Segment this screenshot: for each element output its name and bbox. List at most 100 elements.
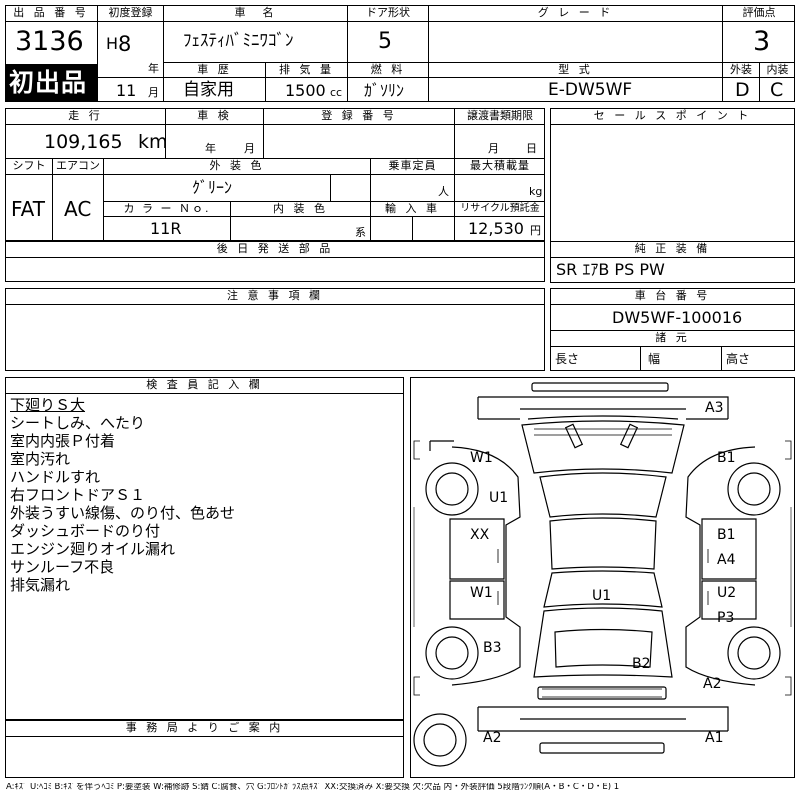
interior-grade-label: 内装 [766,63,789,76]
damage-mark: U1 [592,588,612,604]
chassis-number-label: 車 台 番 号 [634,289,711,302]
import-label: 輸 入 車 [385,202,440,215]
legend-text: A:ｷｽﾞ U:ﾍｺﾐ B:ｷｽﾞを伴うﾍｺﾐ P:要塗装 W:補修跡 S:錆 … [6,783,620,792]
damage-mark: U1 [489,490,509,506]
damage-mark: B3 [483,640,502,656]
chassis-box [550,288,795,371]
inspection-year-unit: 年 [205,142,216,155]
inspector-note: ダッシュボードのり付 [10,522,161,540]
car-diagram [413,382,792,767]
damage-mark: W1 [470,450,493,466]
score-value: 3 [753,26,771,57]
inspector-note: 下廻りＳ大 [10,396,86,414]
door-type: 5 [378,29,392,54]
score-label: 評価点 [742,6,776,19]
inspector-note: エンジン廻りオイル漏れ [10,540,176,558]
inspector-note: シートしみ、へたり [10,414,146,432]
inspector-note: 室内内張Ｐ付着 [10,432,116,450]
damage-mark: B1 [717,450,736,466]
color-number: 11R [150,219,182,238]
car-name: ﾌｪｽﾃｨﾊﾞﾐﾆﾜｺﾞﾝ [183,31,294,51]
inspector-note: 外装うすい線傷、のり付、色あせ [10,504,236,522]
damage-mark: P3 [717,610,735,626]
history-value: 自家用 [183,80,234,100]
registration-year: 8 [118,32,132,56]
inspector-note: ハンドルすれ [10,468,101,486]
inspector-notes: 下廻りＳ大 シートしみ、へたり 室内内張Ｐ付着 室内汚れ ハンドルすれ 右フロン… [10,396,400,594]
height-label: 高さ [726,352,751,366]
caution-label: 注 意 事 項 欄 [227,289,323,302]
grade-label: グ レ ー ド [537,6,614,19]
capacity-unit: 人 [438,185,449,198]
sales-point-label: セ ー ル ス ポ イ ン ト [593,109,752,122]
equipment-value: SR ｴｱB PS PW [556,260,665,279]
shift-value: FAT [11,197,46,221]
damage-mark: A2 [483,730,502,746]
inspector-note: 右フロントドアＳ１ [10,486,146,504]
damage-mark: B2 [632,656,651,672]
first-listing-badge [5,64,97,102]
damage-mark: U2 [717,585,737,601]
damage-mark: A1 [705,730,724,746]
exterior-color-label: 外 装 色 [209,159,265,172]
sales-point-box [550,108,795,283]
max-load-label: 最大積載量 [470,159,530,172]
office-box [5,720,404,778]
model-label: 型 式 [558,63,593,76]
length-label: 長さ [555,352,580,366]
exterior-grade-label: 外装 [730,63,752,76]
displacement-label: 排 気 量 [279,63,334,76]
registration-month: 11 [116,81,137,100]
damage-mark: B1 [717,527,736,543]
inspector-box [5,377,404,720]
recycle-fee: 12,530 [468,219,524,238]
registration-era: H [106,34,119,53]
shift-label: シフト [12,159,46,172]
caution-box [5,288,545,371]
interior-grade: C [770,79,784,101]
inspector-note: 室内汚れ [10,450,71,468]
mileage-value: 109,165 [44,131,123,153]
later-parts-label: 後 日 発 送 部 品 [216,242,334,255]
fuel-label: 燃 料 [370,63,406,76]
aircon-label: エアコン [56,159,100,172]
first-listing-badge-text: 初出品 [9,68,88,97]
lot-number-label: 出 品 番 号 [13,6,89,19]
office-label: 事 務 局 よ り ご 案 内 [125,721,284,734]
damage-mark: XX [470,527,490,543]
history-label: 車 歴 [197,63,232,76]
door-type-label: ドア形状 [366,6,410,19]
inspection-month-unit: 月 [244,142,255,155]
width-label: 幅 [648,352,661,366]
registration-year-unit: 年 [148,62,159,75]
fuel-value: ｶﾞｿﾘﾝ [364,81,405,100]
plate-number-label: 登 録 番 号 [321,109,397,122]
car-name-label: 車 名 [234,6,277,19]
inspection-label: 車 検 [197,109,232,122]
first-registration-label: 初度登録 [108,6,153,19]
transfer-deadline-label: 譲渡書類期限 [467,109,533,122]
equipment-label: 純 正 装 備 [634,242,711,255]
specs-label: 諸 元 [655,331,690,344]
chassis-number: DW5WF-100016 [612,308,743,327]
color-number-label: カ ラ ー Ｎｏ. [123,202,211,215]
lot-number: 3136 [15,26,84,57]
damage-mark: A3 [705,400,724,416]
inspector-label: 検 査 員 記 入 欄 [146,378,263,391]
header-grid [5,5,795,102]
registration-month-unit: 月 [148,86,159,99]
transfer-month-unit: 月 [488,142,499,155]
displacement-value: 1500 [285,81,326,100]
interior-color-unit: 系 [355,226,366,239]
capacity-label: 乗車定員 [388,159,437,172]
inspector-note: サンルーフ不良 [10,558,115,576]
displacement-unit: cc [330,86,343,99]
damage-diagram-box [410,377,795,778]
recycle-label: リサイクル預託金 [460,203,540,214]
damage-mark: A2 [703,676,722,692]
damage-mark: A4 [717,552,736,568]
model-value: E-DW5WF [548,80,633,100]
transfer-day-unit: 日 [526,142,537,155]
exterior-grade: D [735,79,750,101]
aircon-value: AC [64,197,92,221]
